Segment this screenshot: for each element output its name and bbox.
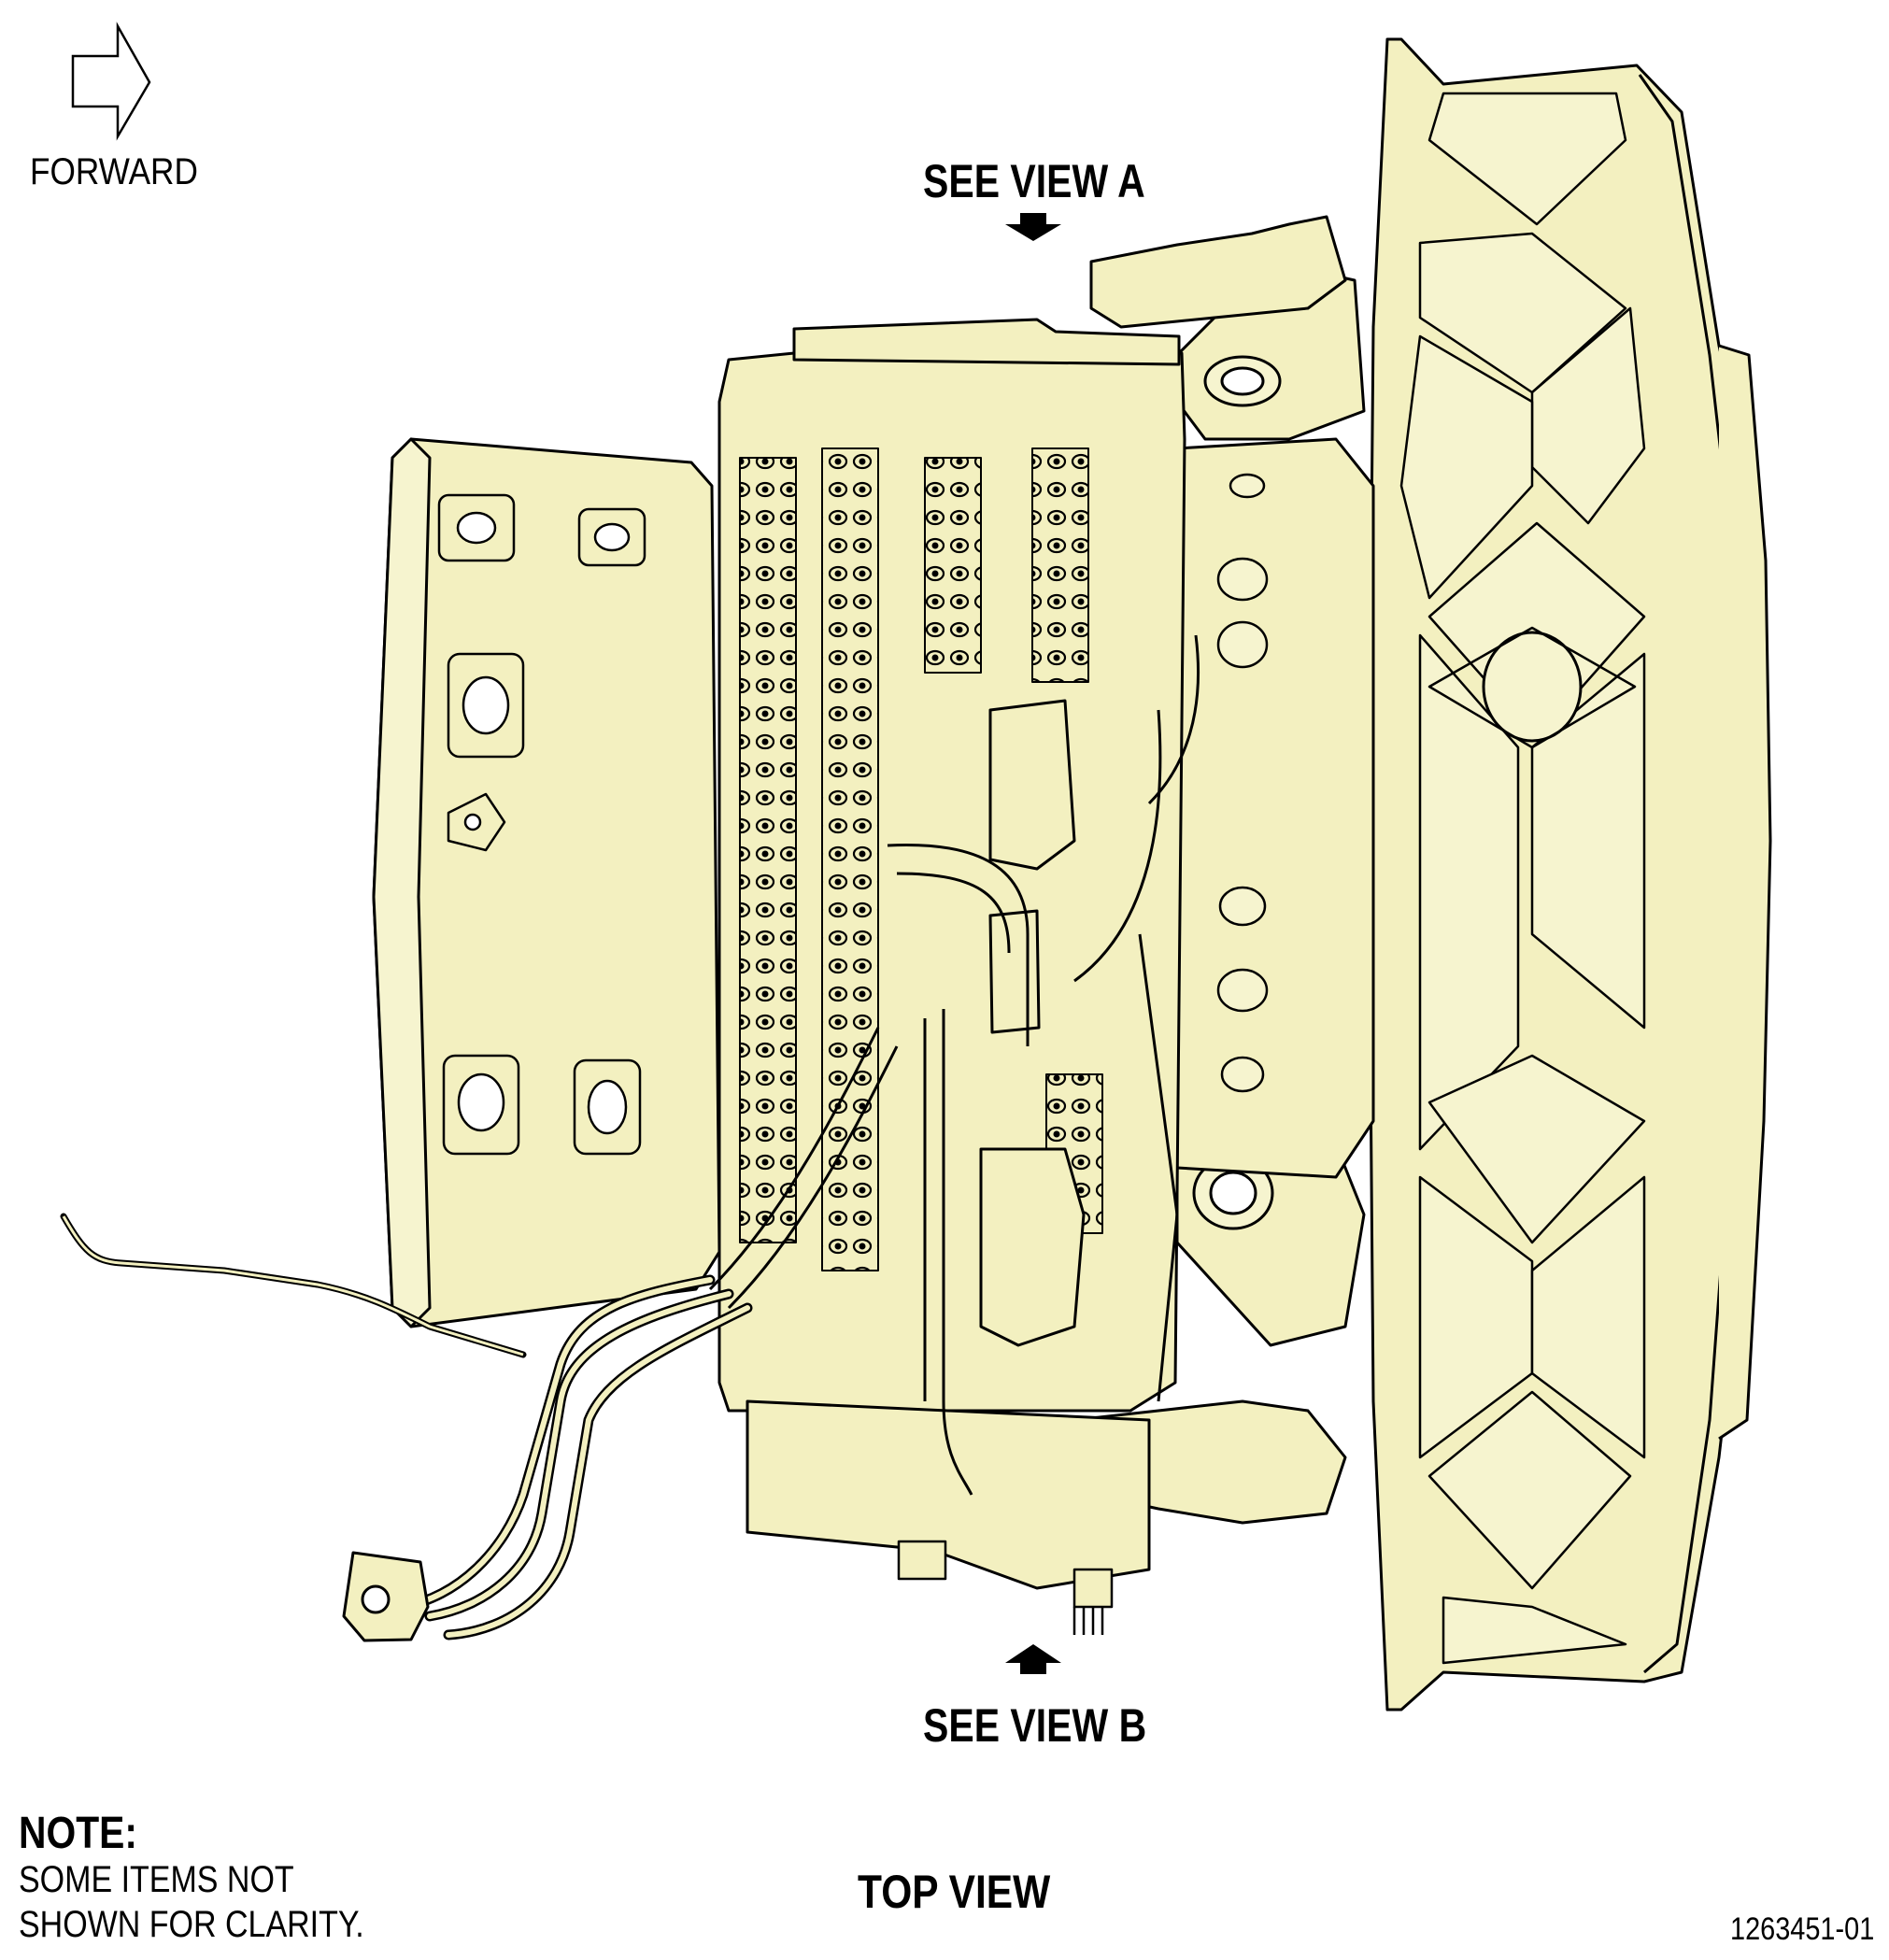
fuel-manifold-tubes [708,634,1200,1496]
oil-filter [988,909,1041,1034]
note-text-line-1: SOME ITEMS NOT [19,1859,294,1900]
frame-port-mount [1427,626,1637,749]
frame-aft-flange [1718,344,1772,1441]
view-title: TOP VIEW [858,1866,1051,1918]
mid-case-bosses [1216,473,1269,1093]
see-view-b-label: SEE VIEW B [923,1699,1147,1752]
up-arrow-icon [1005,1644,1061,1674]
inlet-bosses [437,493,646,1156]
harness-cables [396,1274,753,1640]
nozzle-row-1 [739,457,797,1243]
figure-number: 1263451-01 [1730,1911,1875,1947]
forward-arrow-icon [71,21,151,141]
top-flange [792,318,1181,366]
fuel-control-unit [988,699,1076,871]
lower-fuel-control [979,1147,1086,1347]
note-text-line-2: SHOWN FOR CLARITY. [19,1904,364,1945]
down-arrow-icon [1005,213,1061,241]
bottom-flange [746,1399,1151,1590]
note-title: NOTE: [19,1809,137,1858]
see-view-a-label: SEE VIEW A [923,155,1145,207]
turbine-mid-case [1161,437,1375,1179]
nozzle-row-4 [1031,447,1089,683]
bottom-connectors [897,1540,1114,1635]
nozzle-row-2 [821,447,879,1271]
frame-port [1482,631,1583,743]
engine-body [60,37,1772,1711]
inlet-flange [372,437,432,1328]
nozzle-row-3 [924,457,982,674]
forward-label: FORWARD [30,151,198,192]
upper-actuator [1089,215,1347,329]
